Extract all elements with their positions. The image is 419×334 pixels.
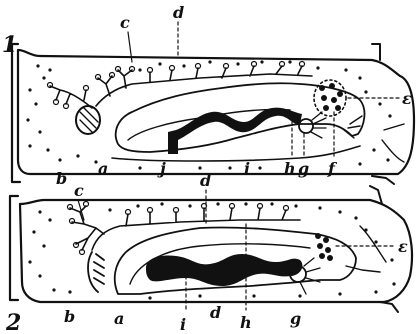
fig2-anterior-bulb [88,252,104,292]
fig1-lower-line [112,146,360,161]
fig1-label-b: b [56,169,67,188]
fig1-posterior-vessels [344,116,404,162]
fig1-label-g: g [298,159,309,178]
fig1-label-h: h [284,159,296,178]
fig1-number: 1 [2,32,17,58]
figure-1 [12,22,414,184]
fig1-label-f: f [327,159,338,178]
fig1-branching-vessels [50,66,312,108]
fig2-label-d-bottom: d [210,303,221,322]
fig1-label-j: j [157,159,166,178]
fig2-label-d-top: d [200,171,211,190]
fig2-branching-vessels [70,206,300,250]
fig2-number: 2 [5,310,21,334]
fig2-ganglion-rays [300,258,320,294]
fig1-leader-hg [292,122,304,158]
fig1-label-a: a [98,159,108,178]
fig2-dark-organ [146,254,302,286]
fig2-label-c: c [74,181,84,200]
fig1-ganglion [299,119,313,133]
fig1-bulb-stripes [80,108,98,132]
fig1-dark-organ [168,108,302,154]
fig2-posterior-vessels [346,226,386,272]
fig1-label-d: d [173,3,184,22]
figure-2 [10,186,412,312]
fig2-label-b: b [64,307,75,326]
fig1-gut-outline [116,83,365,152]
fig1-label-c: c [120,13,130,32]
fig2-label-g: g [290,309,301,328]
fig2-label-i: i [180,315,186,334]
fig1-label-i: i [244,159,250,178]
fig2-label-h: h [240,313,252,332]
fig1-gland-dots [319,83,343,111]
fig1-label-e: ε [402,89,412,108]
fig1-vessel-tips [48,62,305,109]
fig2-label-a: a [114,309,124,328]
fig2-label-e: ε [398,237,408,256]
